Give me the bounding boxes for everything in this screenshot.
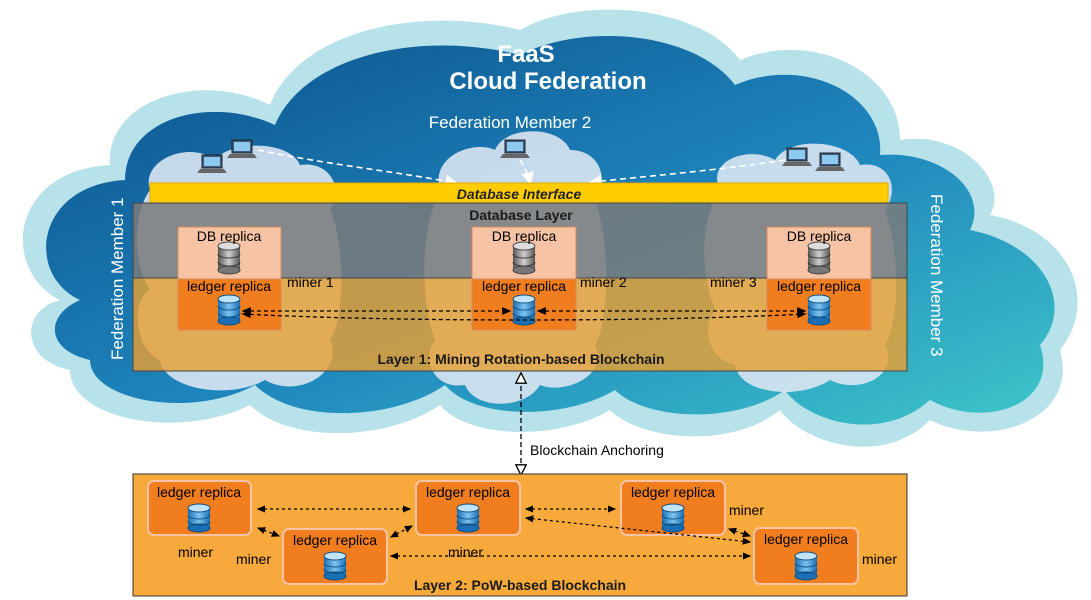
layer1-title: Layer 1: Mining Rotation-based Blockchai… xyxy=(377,351,665,367)
laptop-icon xyxy=(197,154,227,173)
ledger-icon xyxy=(323,551,347,581)
ledger-replica-label: ledger replica xyxy=(292,532,378,548)
ledger-icon xyxy=(794,551,818,581)
ledger-icon xyxy=(661,503,685,533)
diagram-title-line2: Cloud Federation xyxy=(449,68,647,95)
database-icon xyxy=(512,241,536,275)
ledger-replica-label: ledger replica xyxy=(156,484,242,500)
laptop-icon xyxy=(500,139,530,158)
database-layer-label: Database Layer xyxy=(469,207,573,223)
database-icon xyxy=(807,241,831,275)
miner-label: miner xyxy=(862,551,898,567)
laptop-icon xyxy=(782,147,812,166)
miner-label: miner xyxy=(729,502,765,518)
database-icon xyxy=(217,241,241,275)
ledger-replica-label: ledger replica xyxy=(763,531,849,547)
ledger-replica-label: ledger replica xyxy=(425,484,511,500)
miner-label: miner xyxy=(178,544,214,560)
miner-label: miner 3 xyxy=(710,274,757,290)
member-label-3: Federation Member 3 xyxy=(927,194,946,357)
miner-label: miner xyxy=(448,544,484,560)
laptop-icon xyxy=(815,152,845,171)
member-label-1: Federation Member 1 xyxy=(108,197,127,360)
layer2-title: Layer 2: PoW-based Blockchain xyxy=(413,577,627,593)
ledger-icon xyxy=(187,503,211,533)
miner-label: miner xyxy=(236,551,272,567)
layer1-links xyxy=(241,307,807,321)
database-interface-label: Database Interface xyxy=(456,186,582,202)
ledger-icon xyxy=(456,503,480,533)
layer2-links xyxy=(256,505,752,560)
ledger-replica-label: ledger replica xyxy=(776,278,862,294)
laptop-icon xyxy=(227,139,257,158)
ledger-icon xyxy=(217,294,241,326)
ledger-icon xyxy=(807,294,831,326)
ledger-replica-label: ledger replica xyxy=(630,484,716,500)
db-replica-label: DB replica xyxy=(196,228,262,244)
db-replica-label: DB replica xyxy=(491,228,557,244)
member-label-2: Federation Member 2 xyxy=(428,113,592,132)
client-arrows xyxy=(257,149,786,188)
miner-label: miner 1 xyxy=(287,274,334,290)
diagram-title-line1: FaaS xyxy=(497,41,555,68)
miner-label: miner 2 xyxy=(580,274,627,290)
anchoring-label: Blockchain Anchoring xyxy=(530,442,664,458)
ledger-replica-label: ledger replica xyxy=(481,278,567,294)
ledger-replica-label: ledger replica xyxy=(186,278,272,294)
db-replica-label: DB replica xyxy=(786,228,852,244)
